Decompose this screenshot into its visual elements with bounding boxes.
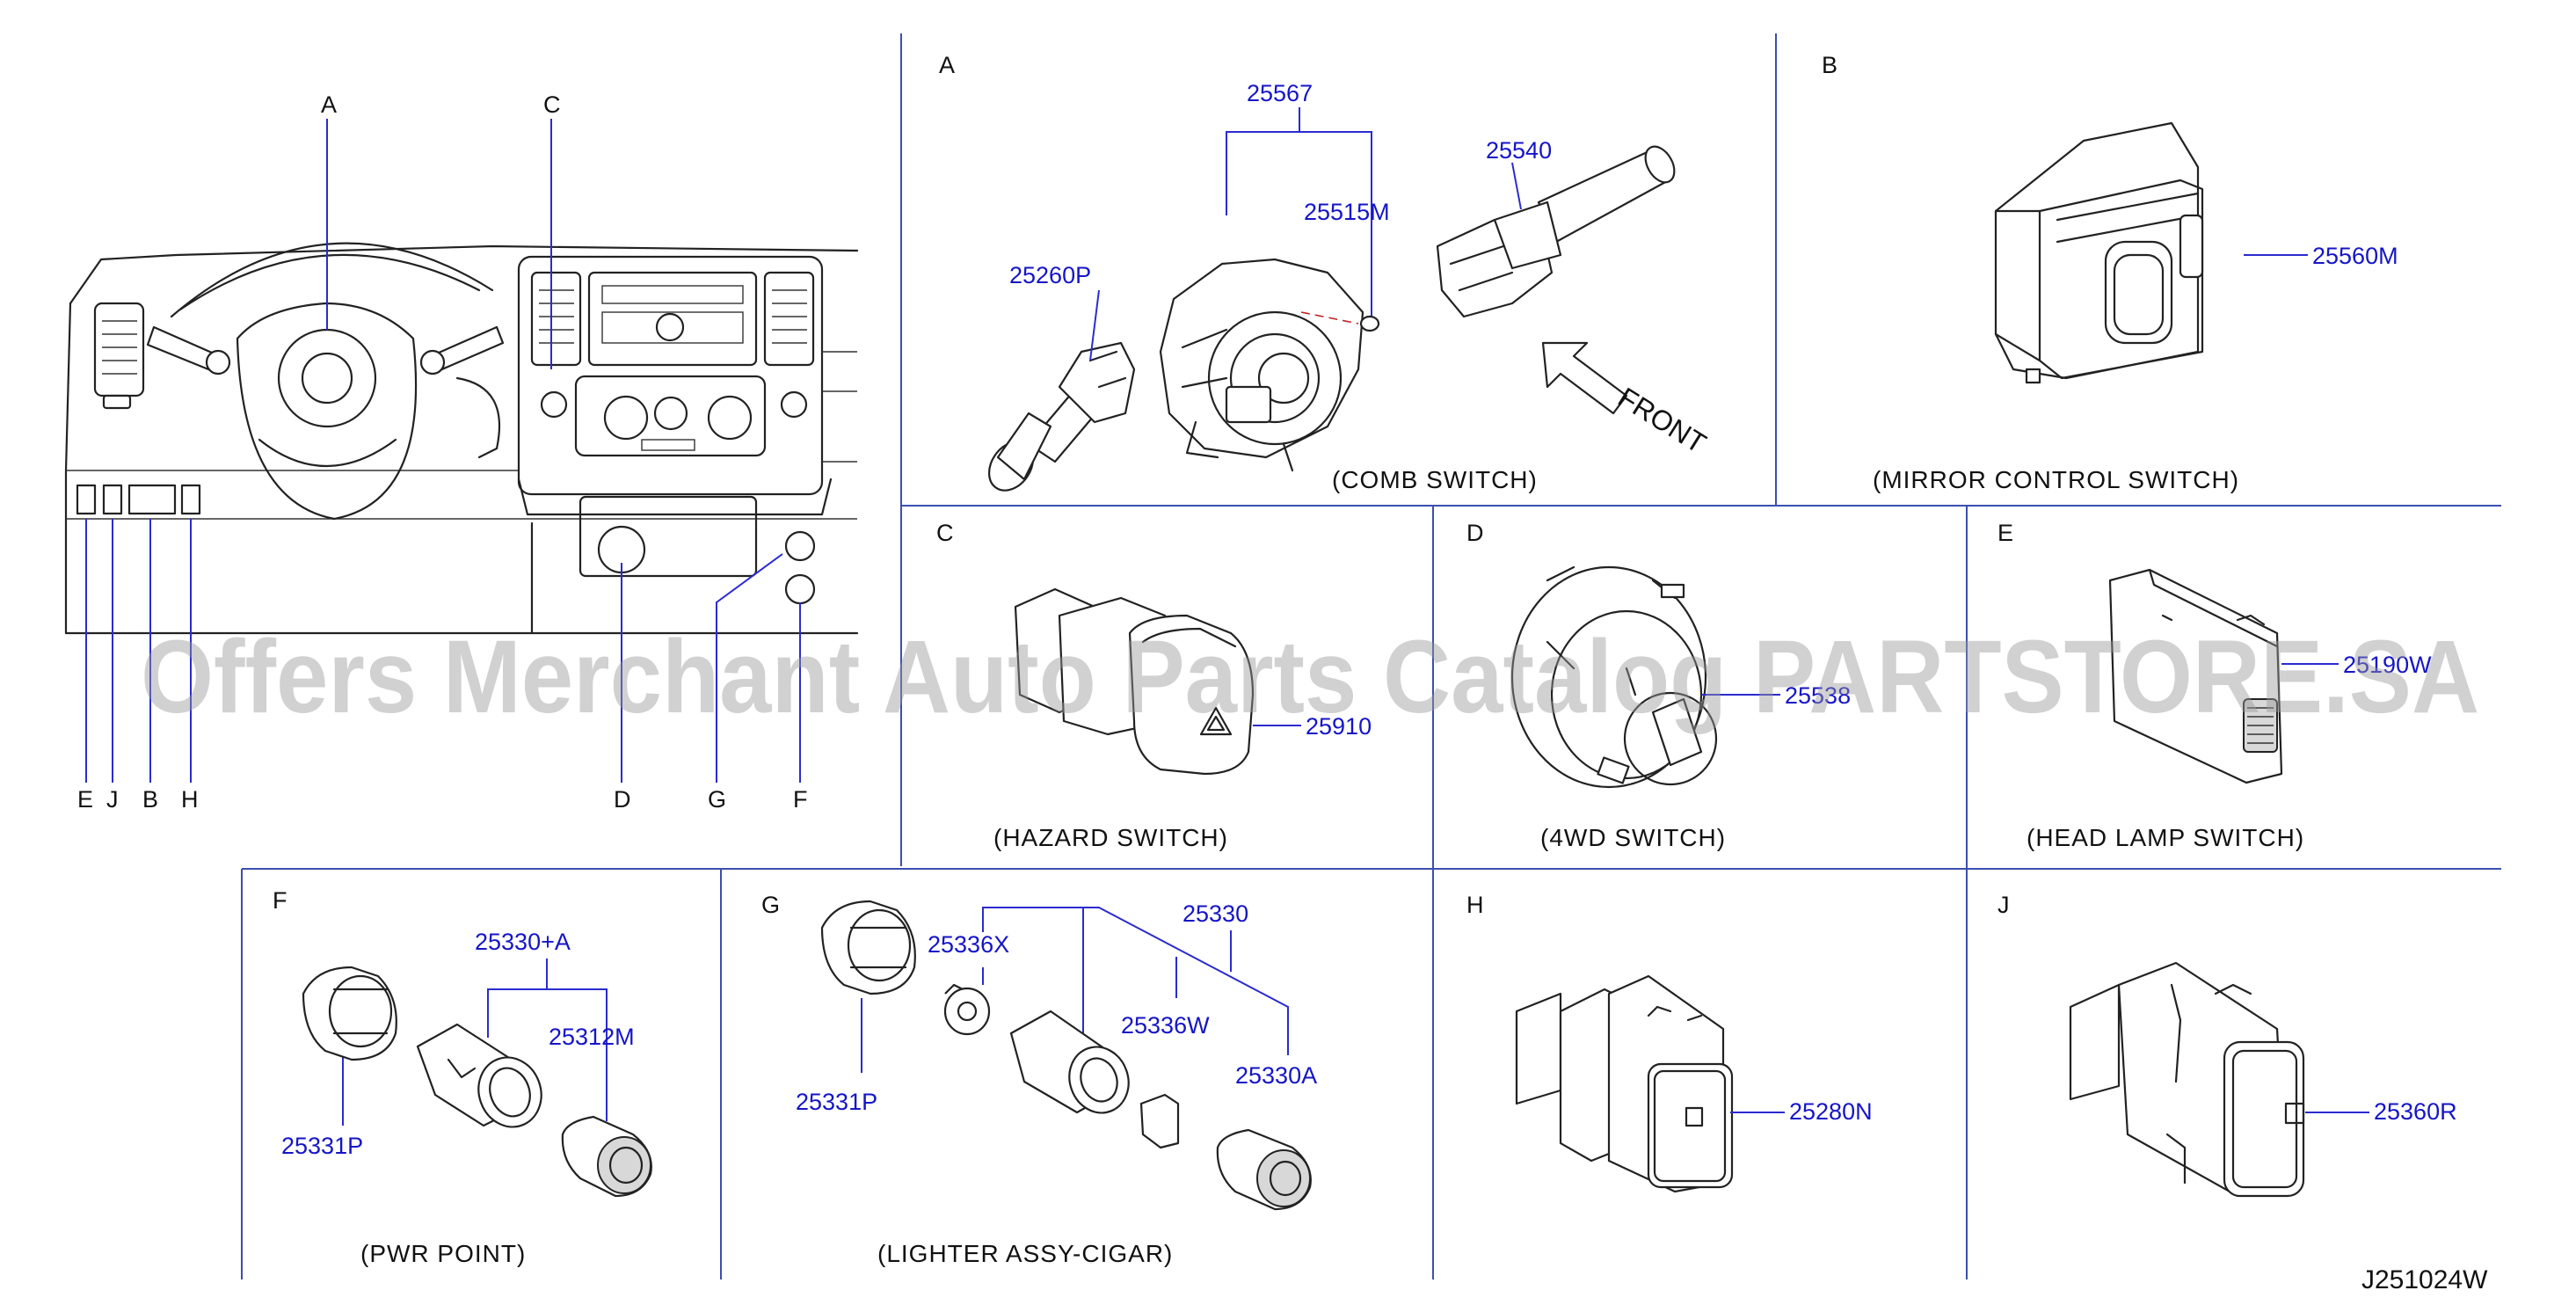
light-stalk-drawing [1436, 145, 1676, 318]
panel-a: A [939, 52, 1712, 493]
headlamp-switch-drawing [2108, 568, 2283, 784]
panel-h-letter: H [1466, 892, 1484, 918]
panel-a-letter: A [939, 52, 955, 78]
panel-j: J 25360R [1997, 892, 2457, 1198]
4wd-switch-drawing [1510, 565, 1718, 789]
diagram-code: J251024W [2361, 1265, 2488, 1294]
panel-e: E 25190W (HEAD LAMP SWITCH) [1997, 520, 2432, 851]
switch-j-drawing [2069, 961, 2305, 1198]
panel-h: H 25280N [1466, 892, 1873, 1193]
overview-callouts: A C E J B H D G F [77, 91, 808, 813]
panel-f: F 25330+A 25312M 25331P (PWR POINT) [273, 887, 652, 1267]
part-25910: 25910 [1306, 713, 1372, 740]
part-25260p: 25260P [1009, 262, 1091, 288]
part-25280n: 25280N [1789, 1098, 1873, 1125]
part-25515m: 25515M [1304, 199, 1390, 225]
hazard-switch-drawing [1014, 587, 1255, 776]
part-25538: 25538 [1785, 682, 1851, 709]
watermark: Offers Merchant Auto Parts Catalog PARTS… [141, 619, 2479, 735]
part-25312m: 25312M [549, 1024, 635, 1050]
overview-callout-d: D [614, 786, 631, 813]
part-25360r: 25360R [2374, 1098, 2457, 1125]
panel-a-caption: (COMB SWITCH) [1332, 466, 1538, 493]
panel-grid [241, 33, 2501, 1279]
front-arrow: FRONT [1541, 341, 1712, 459]
panel-c-caption: (HAZARD SWITCH) [993, 824, 1228, 851]
panel-b-caption: (MIRROR CONTROL SWITCH) [1873, 466, 2239, 493]
overview-callout-b: B [142, 786, 158, 813]
panel-c: C 25910 (HAZARD SWITCH) [936, 520, 1372, 851]
front-label: FRONT [1612, 381, 1712, 459]
panel-e-letter: E [1997, 520, 2013, 546]
panel-g-caption: (LIGHTER ASSY-CIGAR) [877, 1240, 1173, 1267]
part-25330a: 25330A [1235, 1062, 1317, 1089]
part-25190w: 25190W [2343, 652, 2432, 678]
part-25330-a: 25330+A [475, 929, 571, 955]
part-25560m: 25560M [2312, 243, 2398, 269]
panel-f-caption: (PWR POINT) [360, 1240, 526, 1267]
pwr-point-drawing [302, 966, 652, 1198]
overview-callout-g: G [708, 786, 726, 813]
panel-j-letter: J [1997, 892, 2010, 918]
panel-b: B 25560M (MIRROR CONTROL SWITCH) [1822, 52, 2398, 493]
panel-e-caption: (HEAD LAMP SWITCH) [2027, 824, 2304, 851]
part-25336x: 25336X [928, 931, 1009, 958]
overview-callout-e: E [77, 786, 93, 813]
part-25567: 25567 [1247, 80, 1313, 106]
wiper-stalk-drawing [987, 341, 1136, 492]
part-25331p: 25331P [281, 1133, 363, 1159]
panel-c-letter: C [936, 520, 954, 546]
part-25540: 25540 [1486, 137, 1552, 164]
overview-callout-h: H [181, 786, 199, 813]
overview-callout-c: C [543, 91, 561, 118]
lighter-drawing [820, 900, 1312, 1211]
panel-f-letter: F [273, 887, 287, 914]
clock-spring-drawing [1159, 258, 1380, 472]
overview-callout-a: A [321, 91, 337, 118]
panel-d-caption: (4WD SWITCH) [1540, 824, 1726, 851]
panel-d: D 25538 (4WD SWITCH) [1466, 520, 1851, 851]
overview-leaders [85, 119, 801, 783]
dashboard-overview [64, 242, 859, 635]
switch-h-drawing [1515, 974, 1734, 1193]
part-25331p-g: 25331P [796, 1089, 877, 1115]
mirror-switch-drawing [1994, 121, 2204, 384]
panel-g: G 25330 25336X 25336W 25330A 25331P (LIG [761, 892, 1317, 1267]
panel-g-letter: G [761, 892, 780, 918]
part-25330: 25330 [1182, 900, 1248, 927]
part-25336w: 25336W [1121, 1012, 1210, 1039]
panel-d-letter: D [1466, 520, 1484, 546]
panel-b-letter: B [1822, 52, 1837, 78]
overview-callout-f: F [793, 786, 808, 813]
overview-callout-j: J [106, 786, 119, 813]
